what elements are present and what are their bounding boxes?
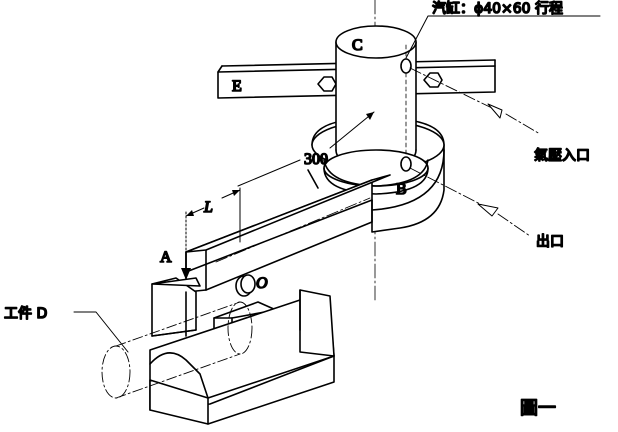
- air-line-outlet: [409, 167, 531, 237]
- cylinder-C: [323, 25, 429, 195]
- label-C: C: [352, 37, 363, 54]
- fitting-upper-icon: [400, 58, 412, 74]
- label-outlet: 出口: [536, 234, 564, 250]
- dimension-L: [181, 187, 241, 280]
- label-E: E: [232, 78, 242, 95]
- label-air-inlet: 氣壓入口: [534, 148, 590, 164]
- dimension-300: [237, 111, 375, 187]
- outlet-nozzle-icon: [477, 203, 499, 217]
- label-workpiece: 工件 D: [4, 306, 47, 322]
- figure-caption: 圖一: [520, 398, 556, 419]
- cylinder-note: 汽缸：ϕ40×60 行程: [432, 0, 563, 17]
- leader-workpiece: [73, 311, 129, 353]
- workpiece-D: [101, 301, 253, 399]
- pin-O: [235, 274, 256, 297]
- label-A: A: [160, 249, 172, 266]
- label-O: O: [256, 275, 268, 292]
- arm-A: [185, 169, 391, 293]
- clamp-jaw: [151, 277, 201, 337]
- hex-nut-right-icon: [423, 72, 443, 88]
- label-B: B: [396, 181, 407, 198]
- fitting-lower-icon: [400, 156, 412, 172]
- air-line-inlet: [409, 67, 541, 135]
- label-300: 300: [304, 151, 328, 168]
- inlet-nozzle-icon: [487, 103, 503, 119]
- label-L: L: [203, 199, 213, 216]
- leader-cylinder: [405, 15, 601, 59]
- vise-base: [149, 289, 335, 425]
